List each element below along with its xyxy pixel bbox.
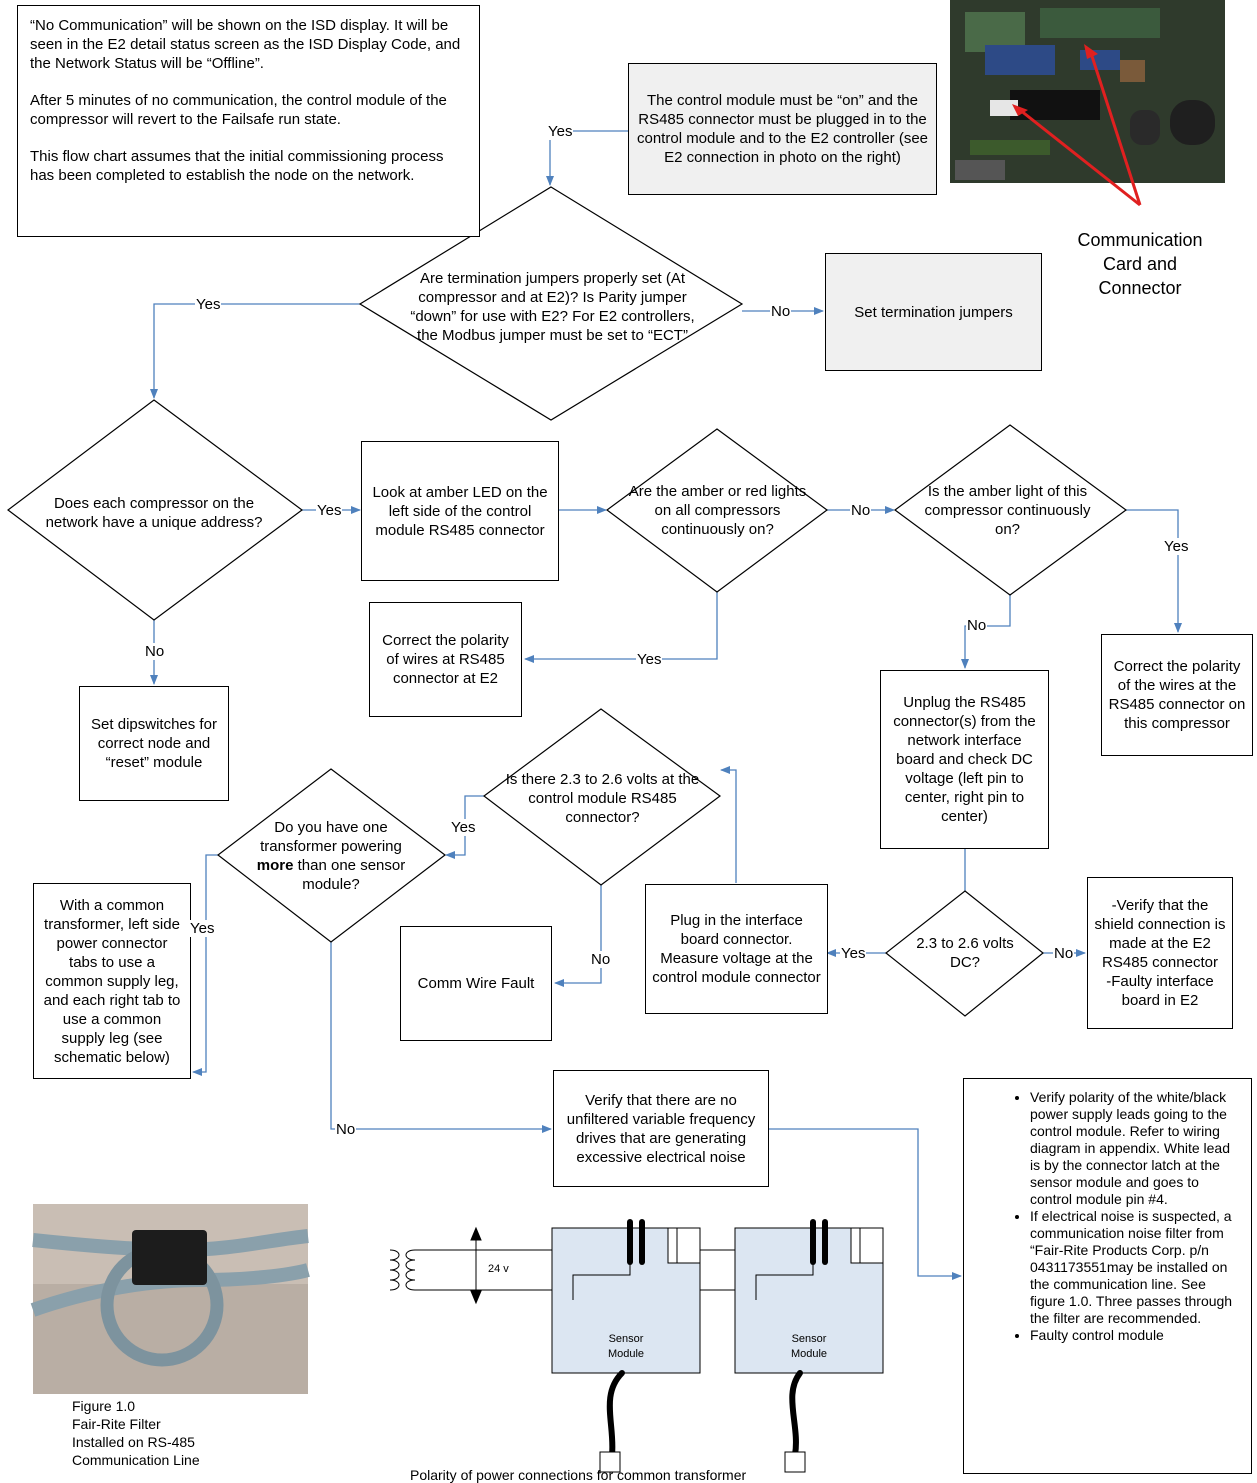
volts-question: 2.3 to 2.6 volts DC? — [916, 935, 1014, 971]
termination-question: Are termination jumpers properly set (At… — [410, 270, 695, 344]
transformer-question-a: Do you have one transformer powering — [260, 819, 402, 855]
diamond-termination — [358, 186, 744, 421]
connector-plug-to-q — [720, 766, 737, 883]
set-termination-text: Set termination jumpers — [854, 303, 1013, 321]
unplug-rs485-text: Unplug the RS485 connector(s) from the n… — [893, 694, 1036, 825]
correct-polarity-compressor-box: Correct the polarity of the wires at the… — [1101, 634, 1253, 756]
final-check-item: If electrical noise is suspected, a comm… — [1030, 1208, 1243, 1327]
label-yes: Yes — [195, 296, 222, 313]
intro-note: “No Communication” will be shown on the … — [17, 5, 480, 237]
correct-polarity-e2-text: Correct the polarity of wires at RS485 c… — [382, 632, 509, 687]
final-check-item: Faulty control module — [1030, 1327, 1243, 1344]
connector-control-no — [554, 885, 602, 987]
figure-caption-line: Communication Line — [72, 1452, 200, 1468]
photo-caption: Communication Card and Connector — [1077, 230, 1203, 298]
figure-caption-line: Installed on RS-485 — [72, 1434, 195, 1450]
label-no: No — [966, 617, 988, 634]
label-yes: Yes — [450, 819, 477, 836]
connector-amber-yes — [524, 592, 718, 663]
connector-termination-yes — [150, 303, 360, 399]
connector-this-no — [961, 595, 1011, 669]
plug-interface-box: Plug in the interface board connector. M… — [645, 884, 828, 1014]
diamond-transformer — [217, 768, 446, 943]
figure-caption: Figure 1.0 Fair-Rite Filter Installed on… — [72, 1397, 200, 1469]
look-led-text: Look at amber LED on the left side of th… — [372, 483, 548, 539]
amber-red-question: Are the amber or red lights on all compr… — [628, 482, 807, 538]
verify-vfd-text: Verify that there are no unfiltered vari… — [566, 1091, 756, 1166]
diamond-volts — [885, 890, 1044, 1017]
sensor-module-label: Sensor Module — [552, 1332, 700, 1362]
set-dipswitches-box: Set dipswitches for correct node and “re… — [79, 686, 229, 801]
label-yes: Yes — [316, 502, 343, 519]
connector-vfd-to-final — [769, 1128, 962, 1280]
common-transformer-box: With a common transformer, left side pow… — [33, 883, 191, 1079]
intro-paragraph-3: This flow chart assumes that the initial… — [30, 148, 444, 184]
transformer-question-bold: more — [256, 857, 294, 874]
connector-transformer-yes — [192, 854, 218, 1076]
correct-polarity-e2-box: Correct the polarity of wires at RS485 c… — [369, 602, 522, 717]
label-yes: Yes — [636, 651, 663, 668]
verify-shield-box: -Verify that the shield connection is ma… — [1087, 877, 1233, 1029]
control-volts-question: Is there 2.3 to 2.6 volts at the control… — [505, 770, 700, 826]
diamond-amber-this — [893, 424, 1128, 596]
set-termination-box: Set termination jumpers — [825, 253, 1042, 371]
label-no: No — [335, 1121, 357, 1138]
connector-this-yes — [1126, 509, 1182, 633]
final-check-item: Verify polarity of the white/black power… — [1030, 1089, 1243, 1208]
sensor-module-label-line: Sensor — [608, 1333, 644, 1345]
sensor-module-label-line: Sensor — [791, 1333, 827, 1345]
diamond-amber-red — [605, 428, 829, 593]
control-module-on-text: The control module must be “on” and the … — [637, 92, 928, 166]
label-no: No — [1053, 945, 1075, 962]
control-module-on-box: The control module must be “on” and the … — [628, 63, 937, 195]
figure-caption-line: Figure 1.0 — [72, 1398, 136, 1414]
set-dipswitches-text: Set dipswitches for correct node and “re… — [91, 716, 217, 771]
communication-card-photo — [950, 0, 1225, 207]
look-led-box: Look at amber LED on the left side of th… — [361, 441, 559, 581]
label-yes: Yes — [189, 920, 216, 937]
intro-paragraph-2: After 5 minutes of no communication, the… — [30, 92, 447, 128]
comm-wire-fault-box: Comm Wire Fault — [400, 926, 552, 1041]
correct-polarity-compressor-text: Correct the polarity of the wires at the… — [1108, 658, 1246, 732]
common-transformer-text: With a common transformer, left side pow… — [43, 896, 181, 1066]
label-yes: Yes — [547, 123, 574, 140]
connector-transformer-no — [330, 942, 552, 1133]
plug-interface-text: Plug in the interface board connector. M… — [652, 912, 821, 986]
comm-wire-fault-text: Comm Wire Fault — [417, 975, 535, 992]
diamond-control-volts — [483, 708, 722, 886]
figure-caption-line: Fair-Rite Filter — [72, 1416, 161, 1432]
amber-this-question: Is the amber light of this compressor co… — [924, 482, 1091, 538]
diamond-unique-address — [7, 399, 304, 621]
transformer-question-c: than one sensor module? — [293, 857, 406, 893]
transformer-question: Do you have one transformer powering mor… — [245, 818, 417, 894]
label-no: No — [590, 951, 612, 968]
fair-rite-filter-photo — [30, 1204, 310, 1394]
label-yes: Yes — [840, 945, 867, 962]
sensor-module-label-line: Module — [607, 1348, 645, 1360]
final-checks-box: Verify polarity of the white/black power… — [963, 1078, 1252, 1474]
verify-shield-text: -Verify that the shield connection is ma… — [1094, 897, 1226, 1009]
label-yes: Yes — [1163, 538, 1190, 555]
label-no: No — [770, 303, 792, 320]
transformer-schematic — [389, 1219, 884, 1473]
label-no: No — [144, 643, 166, 660]
unplug-rs485-box: Unplug the RS485 connector(s) from the n… — [880, 670, 1049, 849]
sensor-module-label: Sensor Module — [735, 1332, 883, 1362]
label-no: No — [850, 502, 872, 519]
intro-paragraph-1: “No Communication” will be shown on the … — [30, 17, 461, 72]
schematic-caption: Polarity of power connections for common… — [410, 1467, 747, 1483]
sensor-module-label-line: Module — [790, 1348, 828, 1360]
voltage-label: 24 v — [488, 1263, 509, 1275]
verify-vfd-box: Verify that there are no unfiltered vari… — [553, 1070, 769, 1187]
unique-address-question: Does each compressor on the network have… — [45, 494, 263, 531]
